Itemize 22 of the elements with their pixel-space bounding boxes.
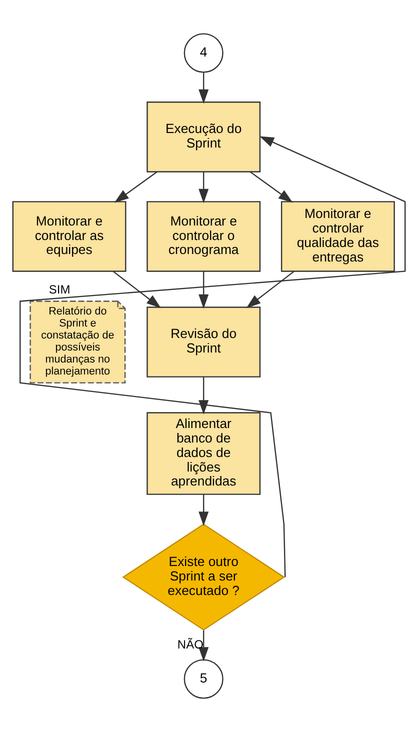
node-diamond: Existe outro Sprint a ser executado ? xyxy=(122,523,286,630)
node-box: Monitorar e controlar as equipes xyxy=(12,200,126,272)
arrow xyxy=(198,270,209,308)
arrow xyxy=(198,376,209,414)
arrow xyxy=(246,270,294,308)
edge-label: SIM xyxy=(48,282,70,296)
node-box: Alimentar banco de dados de lições aprendidas xyxy=(146,412,261,494)
arrow xyxy=(198,494,209,526)
arrow xyxy=(198,630,209,661)
arrow xyxy=(114,170,158,202)
arrow xyxy=(20,136,406,577)
node-box: Revisão do Sprint xyxy=(146,306,261,377)
node-box: Monitorar e controlar qualidade das entregas xyxy=(280,200,395,272)
arrow xyxy=(112,270,161,308)
arrow xyxy=(250,170,293,202)
node-box: Execução do Sprint xyxy=(146,101,261,172)
node-box: Monitorar e controlar o cronograma xyxy=(146,200,261,272)
node-circle: 5 xyxy=(184,658,224,698)
node-circle: 4 xyxy=(184,32,224,72)
edge-label: NÃO xyxy=(177,636,204,651)
arrow xyxy=(198,72,209,104)
arrow xyxy=(198,172,209,203)
